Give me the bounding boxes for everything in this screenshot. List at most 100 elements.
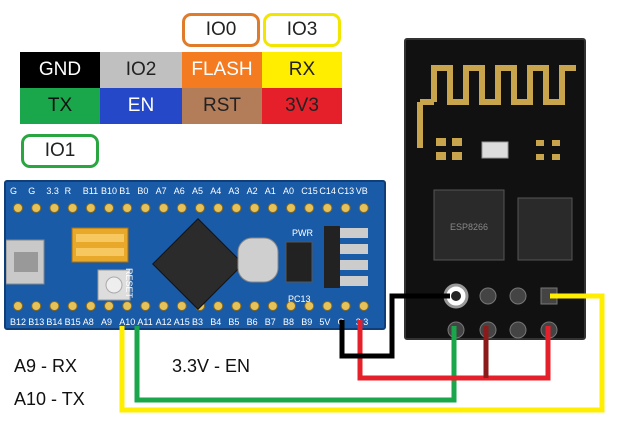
top-pin-label: A3 xyxy=(228,186,240,196)
top-pin-hole xyxy=(340,203,351,213)
board-artwork xyxy=(6,203,369,311)
top-pin-label: B1 xyxy=(119,186,131,196)
bottom-pin-label: A11 xyxy=(137,317,153,327)
bottom-pin-label: B3 xyxy=(192,317,204,327)
top-pin-label: A7 xyxy=(155,186,167,196)
mcu-chip xyxy=(152,218,244,310)
esp8266-chip xyxy=(433,189,505,261)
bottom-pin-hole xyxy=(267,301,278,311)
bottom-pin-label: 5V xyxy=(319,317,331,327)
bottom-pin-hole xyxy=(49,301,60,311)
legend-3v3: 3V3 xyxy=(262,88,342,124)
bottom-pin-hole xyxy=(67,301,78,311)
note-a9-rx: A9 - RX xyxy=(14,356,78,376)
bottom-pin-hole xyxy=(176,301,187,311)
top-pin-hole xyxy=(140,203,151,213)
bottom-pin-label: B7 xyxy=(264,317,276,327)
bottom-pin-label: G xyxy=(337,317,345,327)
bottom-pin-label: 3.3 xyxy=(355,317,369,327)
top-pin-label: A0 xyxy=(283,186,295,196)
bottom-pin-label: B4 xyxy=(210,317,222,327)
top-pin-label: R xyxy=(64,186,72,196)
pwr-label: PWR xyxy=(292,228,313,238)
bottom-pin-hole xyxy=(322,301,333,311)
bottom-pin-hole xyxy=(158,301,169,311)
top-pin-label: 3.3 xyxy=(46,186,59,196)
top-pin-hole xyxy=(358,203,369,213)
top-pin-hole xyxy=(122,203,133,213)
top-pin-label: B10 xyxy=(101,186,118,196)
bottom-pin-label: B14 xyxy=(46,317,63,327)
bottom-pin-label: B8 xyxy=(283,317,295,327)
bottom-pin-hole xyxy=(358,301,369,311)
legend-io2: IO2 xyxy=(100,52,182,88)
bottom-pin-hole xyxy=(140,301,151,311)
antenna-trace xyxy=(431,65,576,105)
top-pin-label: A2 xyxy=(246,186,258,196)
bottom-pin-label: B9 xyxy=(301,317,313,327)
top-pin-label: A5 xyxy=(192,186,204,196)
top-pin-label: C14 xyxy=(319,186,336,196)
note-3v3-en: 3.3V - EN xyxy=(172,356,251,376)
top-pin-hole xyxy=(286,203,296,213)
bottom-pin-label: A9 xyxy=(101,317,113,327)
bottom-pin-label: B15 xyxy=(64,317,81,327)
tag-io1: IO1 xyxy=(21,134,99,168)
bottom-pin-hole xyxy=(104,301,114,311)
legend-rx: RX xyxy=(262,52,342,88)
legend-gnd: GND xyxy=(20,52,100,88)
top-pin-hole xyxy=(85,203,96,213)
bottom-pin-label: A12 xyxy=(155,317,172,327)
top-pin-row xyxy=(13,203,369,213)
note-a10-tx: A10 - TX xyxy=(14,389,85,409)
top-pin-label: G xyxy=(28,186,36,196)
legend-rst: RST xyxy=(182,88,262,124)
bottom-pin-hole xyxy=(85,301,96,311)
pc13-label: PC13 xyxy=(288,294,311,304)
bottom-pin-label: B12 xyxy=(10,317,27,327)
tag-io3: IO3 xyxy=(263,13,341,47)
legend-en: EN xyxy=(100,88,182,124)
top-pin-label: A6 xyxy=(173,186,185,196)
bottom-pin-hole xyxy=(122,301,133,311)
svg-text:ESP8266: ESP8266 xyxy=(450,222,488,232)
esp01-artwork: ESP8266 xyxy=(417,65,576,339)
top-pin-label: VB xyxy=(355,186,368,196)
top-pin-hole xyxy=(267,203,278,213)
pinout-legend: GND IO2 FLASH RX TX EN RST 3V3 xyxy=(20,52,342,124)
bottom-pin-label: A10 xyxy=(119,317,136,327)
bottom-pin-hole xyxy=(340,301,351,311)
top-pin-hole xyxy=(304,203,315,213)
top-pin-hole xyxy=(67,203,78,213)
top-pin-hole xyxy=(213,203,224,213)
bottom-pin-label: B6 xyxy=(246,317,258,327)
bottom-pin-hole xyxy=(31,301,42,311)
top-pin-label: C13 xyxy=(337,186,355,196)
top-pin-hole xyxy=(249,203,260,213)
regulator xyxy=(285,241,313,283)
top-pin-hole xyxy=(104,203,114,213)
top-pin-hole xyxy=(158,203,169,213)
top-pin-hole xyxy=(322,203,333,213)
top-pin-label: G xyxy=(10,186,18,196)
bottom-pin-label: B5 xyxy=(228,317,240,327)
crystal xyxy=(237,237,279,283)
bottom-pin-hole xyxy=(213,301,224,311)
top-pin-label: A4 xyxy=(210,186,222,196)
bottom-pin-hole xyxy=(249,301,260,311)
legend-flash: FLASH xyxy=(182,52,262,88)
top-pin-hole xyxy=(176,203,187,213)
top-pin-hole xyxy=(195,203,205,213)
reset-label: RESET xyxy=(124,268,134,299)
top-pin-label: B11 xyxy=(82,186,99,196)
bottom-pin-label: A15 xyxy=(173,317,190,327)
boot-jumpers xyxy=(71,227,129,263)
top-pin-hole xyxy=(13,203,23,213)
esp01-module: ESP8266 xyxy=(404,38,586,340)
legend-tx: TX xyxy=(20,88,100,124)
top-pin-label: C15 xyxy=(301,186,318,196)
top-pin-hole xyxy=(231,203,242,213)
bottom-pin-hole xyxy=(231,301,242,311)
bottom-pin-label: B13 xyxy=(28,317,45,327)
